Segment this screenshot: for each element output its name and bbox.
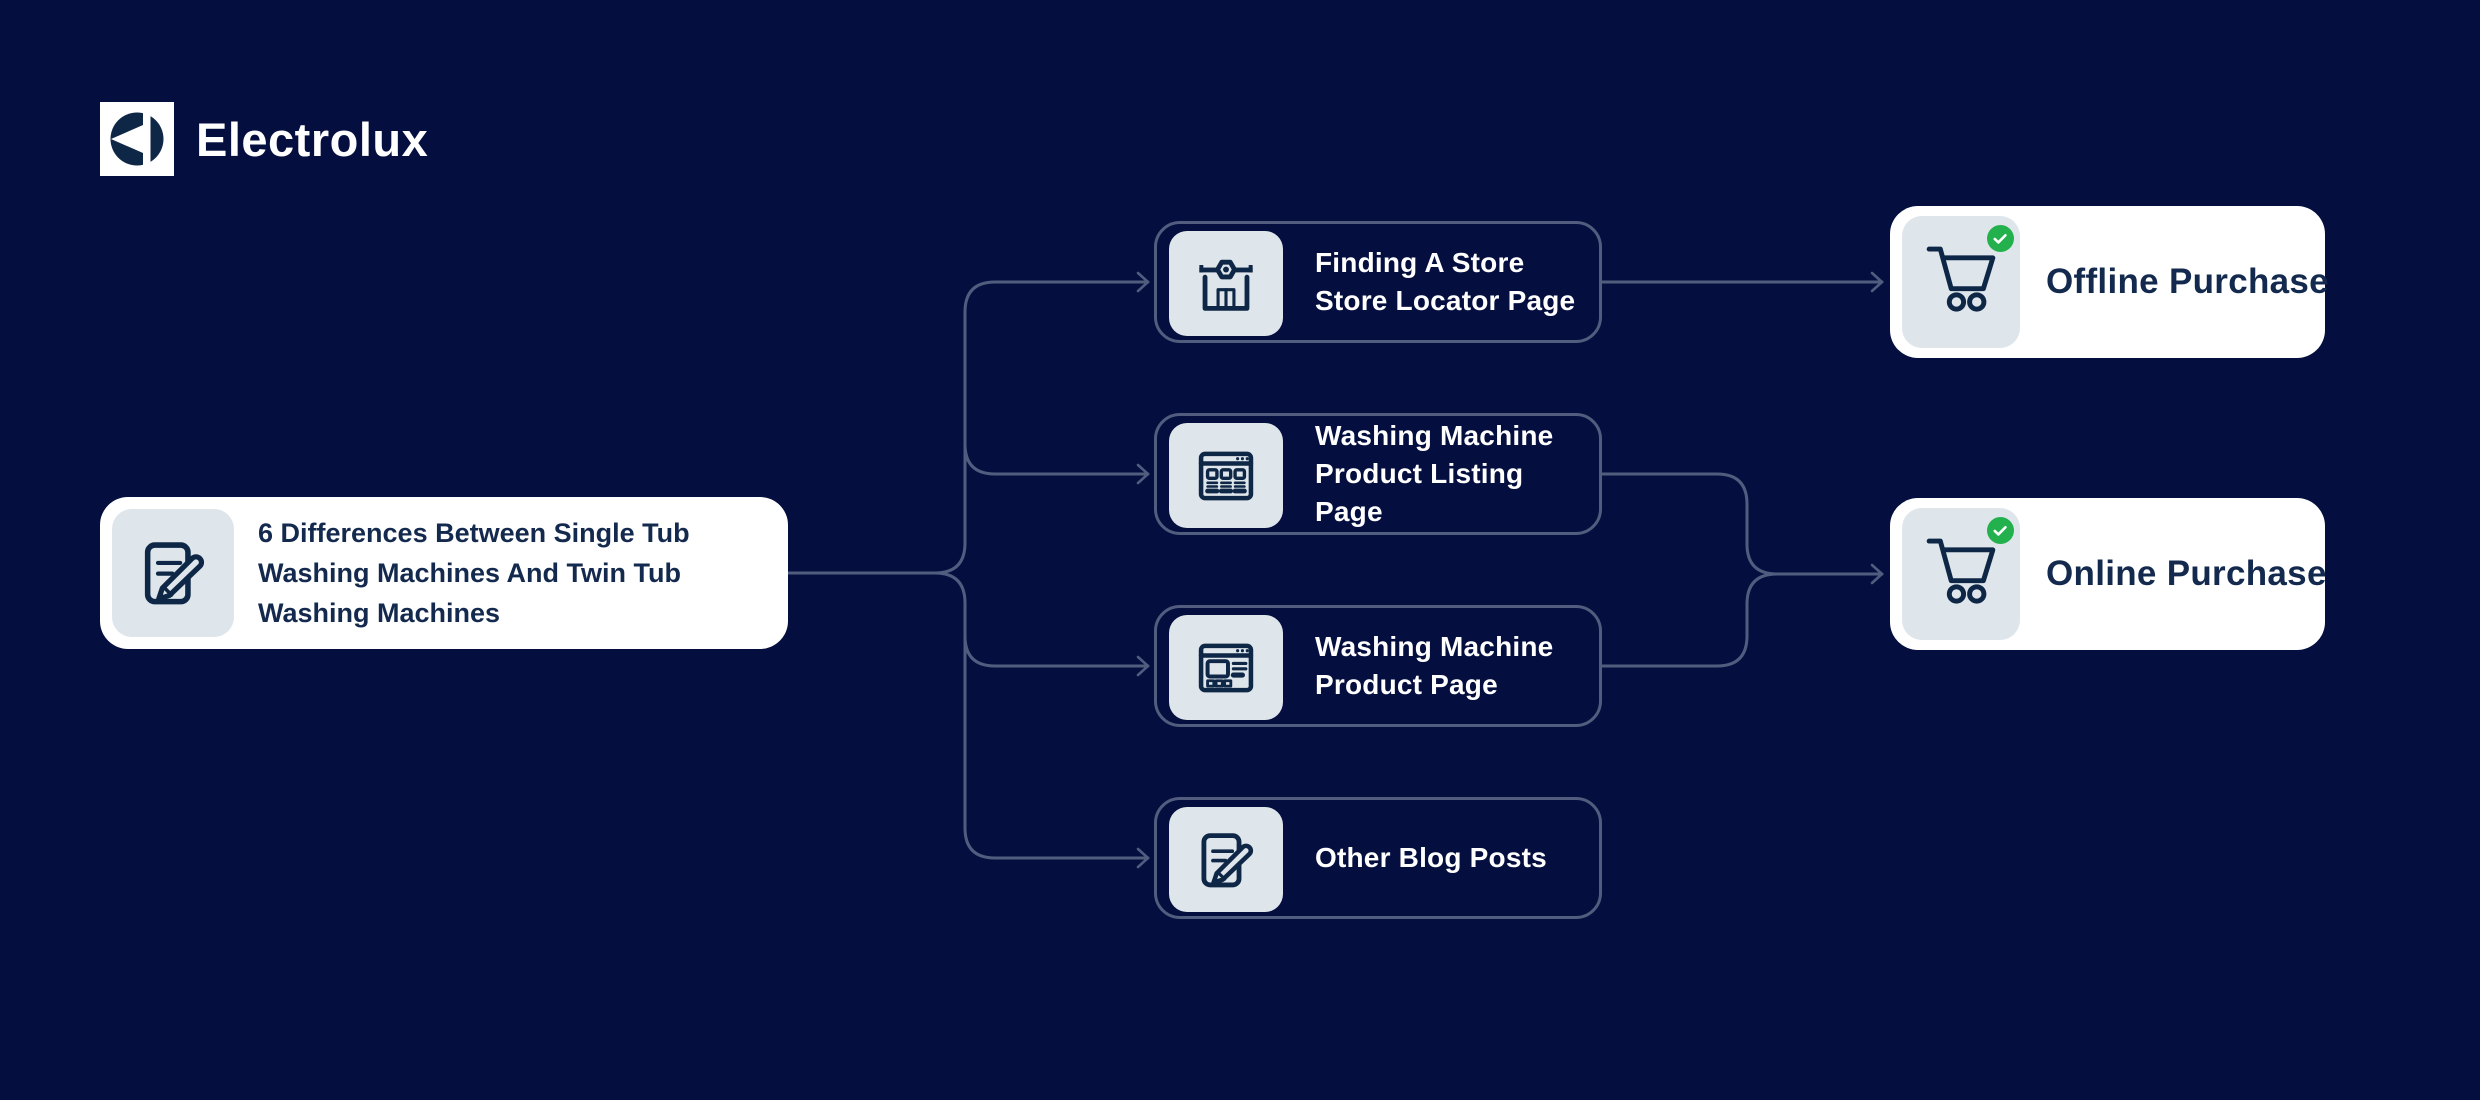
label-line-2: Product Page <box>1315 669 1498 700</box>
product-listing-icon <box>1169 423 1283 528</box>
edge-product-listing-to-online <box>1600 472 1884 585</box>
node-offline-purchase: Offline Purchase <box>1890 206 2329 358</box>
check-badge-icon <box>1987 517 2014 544</box>
electrolux-logo-text: Electrolux <box>196 112 429 166</box>
node-blog-article: 6 Differences Between Single Tub Washing… <box>100 497 788 649</box>
node-other-blog-posts-label: Other Blog Posts <box>1315 800 1589 916</box>
label-line-1: Washing Machine <box>1315 631 1554 662</box>
label-line-1: Washing Machine <box>1315 420 1554 451</box>
edge-article-to-other-blogs <box>786 571 1150 869</box>
node-online-purchase: Online Purchase <box>1890 498 2327 650</box>
storefront-icon <box>1169 231 1283 336</box>
node-store-locator-page: Finding A Store Store Locator Page <box>1154 221 1602 343</box>
blog-post-icon <box>112 509 234 637</box>
check-badge-icon <box>1987 225 2014 252</box>
label-line-1: Finding A Store <box>1315 247 1525 278</box>
edge-product-page-to-online <box>1600 572 1779 668</box>
label-line-2: Store Locator Page <box>1315 285 1576 316</box>
edge-article-to-product-listing <box>963 442 1150 485</box>
node-product-page-label: Washing Machine Product Page <box>1315 608 1589 724</box>
node-offline-purchase-label: Offline Purchase <box>2046 262 2329 301</box>
product-page-icon <box>1169 615 1283 720</box>
node-store-locator-label: Finding A Store Store Locator Page <box>1315 224 1589 340</box>
label-line-1: Other Blog Posts <box>1315 842 1547 873</box>
edge-article-to-product-page <box>963 634 1150 677</box>
electrolux-logo-icon <box>100 102 174 176</box>
node-online-purchase-label: Online Purchase <box>2046 554 2327 593</box>
edge-article-to-store-locator <box>786 271 1150 575</box>
node-product-page: Washing Machine Product Page <box>1154 605 1602 727</box>
node-other-blog-posts: Other Blog Posts <box>1154 797 1602 919</box>
electrolux-logo: Electrolux <box>100 102 428 176</box>
node-product-listing-label: Washing Machine Product Listing Page <box>1315 416 1589 532</box>
blog-post-icon <box>1169 807 1283 912</box>
node-product-listing-page: Washing Machine Product Listing Page <box>1154 413 1602 535</box>
label-line-2: Product Listing Page <box>1315 458 1524 527</box>
node-blog-article-label: 6 Differences Between Single Tub Washing… <box>258 518 690 628</box>
